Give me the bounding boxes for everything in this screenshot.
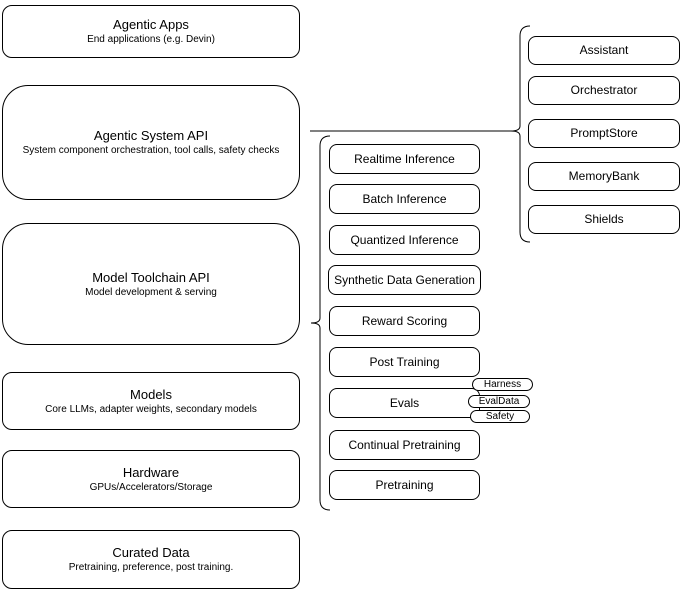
node-hardware: Hardware GPUs/Accelerators/Storage [2, 450, 300, 508]
node-promptstore: PromptStore [528, 119, 680, 148]
node-title: Hardware [122, 464, 180, 480]
node-label: Quantized Inference [350, 232, 459, 247]
node-agentic-apps: Agentic Apps End applications (e.g. Devi… [2, 5, 300, 58]
node-post-training: Post Training [329, 347, 480, 377]
tag-evaldata: EvalData [468, 395, 530, 408]
node-models: Models Core LLMs, adapter weights, secon… [2, 372, 300, 430]
node-shields: Shields [528, 205, 680, 234]
tag-harness: Harness [472, 378, 533, 391]
node-title: Agentic System API [93, 128, 209, 143]
toolchain-components-brace [310, 135, 331, 511]
node-assistant: Assistant [528, 36, 680, 65]
node-label: Shields [584, 212, 624, 226]
node-label: Reward Scoring [361, 313, 448, 328]
node-reward-scoring: Reward Scoring [329, 306, 480, 336]
node-label: Synthetic Data Generation [334, 272, 475, 287]
node-realtime-inference: Realtime Inference [329, 144, 480, 174]
node-label: Post Training [369, 354, 440, 369]
tag-label: Harness [483, 379, 522, 390]
node-label: Assistant [579, 43, 629, 57]
node-model-toolchain-api: Model Toolchain API Model development & … [2, 223, 300, 345]
node-label: Continual Pretraining [348, 437, 461, 452]
tag-safety: Safety [470, 410, 530, 423]
node-batch-inference: Batch Inference [329, 184, 480, 214]
node-subtitle: GPUs/Accelerators/Storage [89, 481, 213, 493]
node-pretraining: Pretraining [329, 470, 480, 500]
node-title: Curated Data [112, 545, 190, 560]
tag-label: EvalData [478, 396, 520, 407]
node-subtitle: Core LLMs, adapter weights, secondary mo… [45, 403, 257, 415]
node-title: Agentic Apps [113, 17, 189, 32]
node-subtitle: End applications (e.g. Devin) [87, 34, 215, 45]
node-label: PromptStore [570, 126, 638, 140]
node-synthetic-data-generation: Synthetic Data Generation [328, 265, 481, 295]
node-quantized-inference: Quantized Inference [329, 225, 480, 255]
node-evals: Evals [329, 388, 480, 418]
node-subtitle: System component orchestration, tool cal… [22, 145, 280, 156]
node-curated-data: Curated Data Pretraining, preference, po… [2, 530, 300, 589]
node-subtitle: Pretraining, preference, post training. [68, 562, 234, 573]
node-label: Batch Inference [362, 191, 447, 206]
node-label: Evals [389, 395, 420, 410]
node-label: MemoryBank [568, 169, 640, 183]
node-title: Models [130, 386, 172, 402]
node-memorybank: MemoryBank [528, 162, 680, 191]
node-title: Model Toolchain API [92, 269, 210, 285]
node-subtitle: Model development & serving [85, 286, 217, 298]
node-continual-pretraining: Continual Pretraining [329, 430, 480, 460]
tag-label: Safety [485, 411, 515, 422]
node-orchestrator: Orchestrator [528, 76, 680, 105]
node-label: Pretraining [375, 477, 434, 492]
node-agentic-system-api: Agentic System API System component orch… [2, 85, 300, 200]
node-label: Orchestrator [570, 83, 638, 97]
node-label: Realtime Inference [354, 151, 455, 166]
